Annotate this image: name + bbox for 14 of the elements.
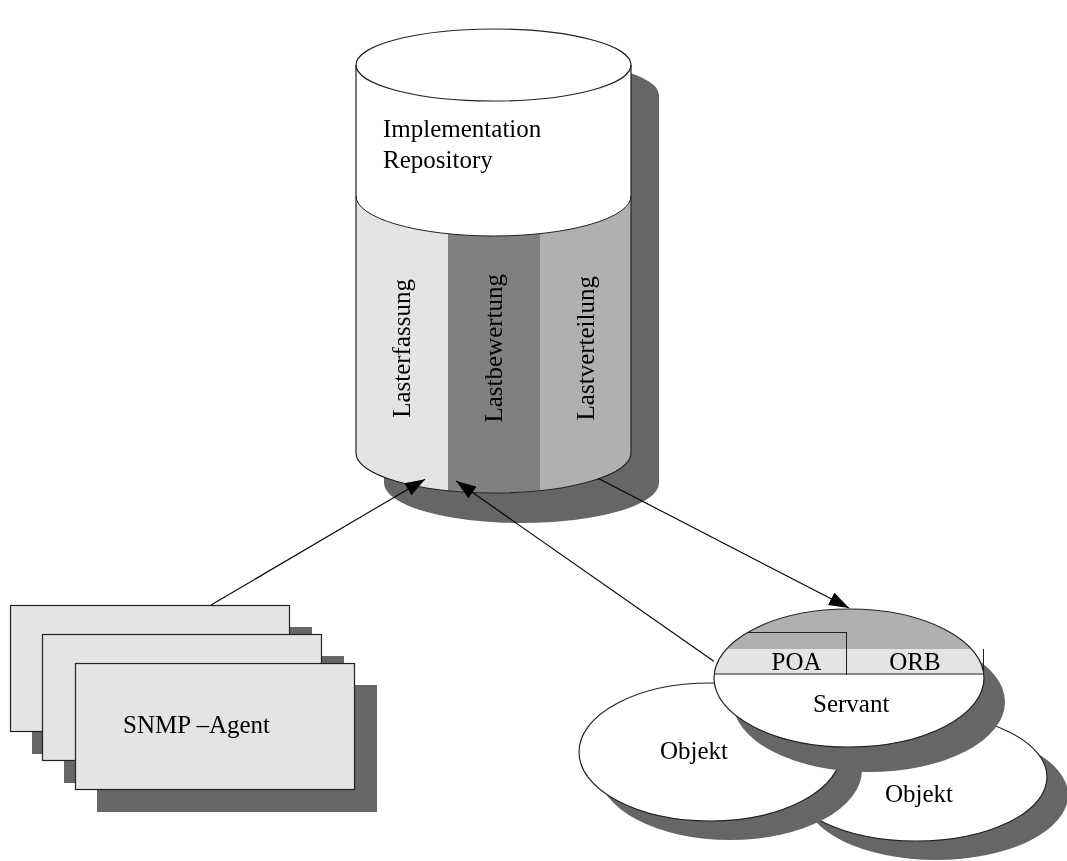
node-label: SNMP –Agent: [123, 710, 270, 740]
arrow: [455, 480, 715, 662]
node-label: POA: [771, 649, 822, 675]
node-label: Implementation Repository: [383, 114, 543, 176]
node-label: Lastbewertung: [480, 273, 508, 423]
node-label: Lasterfassung: [388, 278, 416, 418]
node-label: ORB: [889, 649, 941, 675]
node-label: Objekt: [885, 779, 954, 809]
node-label: Lastverteilung: [571, 275, 600, 421]
arrow: [210, 478, 426, 606]
compartment: [747, 632, 847, 675]
node-label: Servant: [813, 689, 890, 719]
arrow: [597, 477, 850, 609]
node-label: Objekt: [660, 736, 729, 766]
